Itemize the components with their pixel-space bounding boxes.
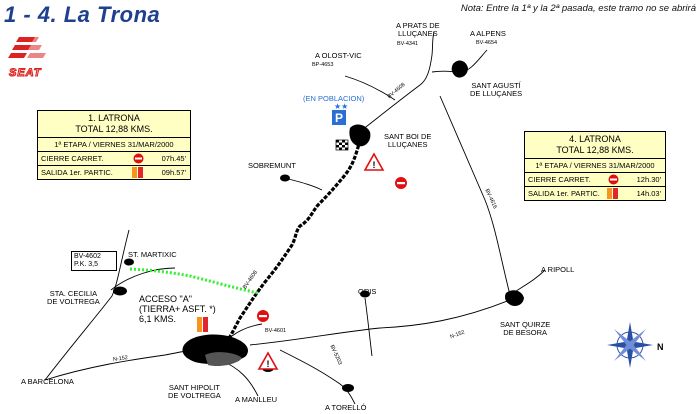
- svg-text:!: !: [267, 359, 270, 369]
- town-atorello: [342, 384, 354, 392]
- box4-header: 4. LATRONA TOTAL 12,88 KMS.: [525, 132, 665, 159]
- svg-text:P: P: [335, 111, 343, 125]
- start-flag-icon: [126, 167, 150, 178]
- road-oris: [364, 297, 373, 357]
- road-manlleu: [219, 359, 259, 397]
- label-sant-hipolit: SANT HIPOLIT DE VOLTREGA: [168, 383, 221, 400]
- box4-road-closure: CIERRE CARRET. 12h.30': [525, 173, 665, 187]
- road-label-bp4653: BP-4653: [312, 62, 334, 68]
- road-n152-west: [44, 349, 201, 381]
- label-en-poblacion: (EN POBLACION): [303, 94, 365, 103]
- compass-north-label: N: [657, 342, 664, 352]
- label-a-torello: A TORELLÓ: [325, 403, 367, 412]
- box1-first-start: SALIDA 1er. PARTIC. 09h.57': [41, 167, 186, 178]
- road-bv4616: [439, 95, 511, 296]
- road-label-bv4601: BV-4601: [265, 328, 287, 334]
- access-route: [129, 267, 259, 295]
- stage-info-box-1: 1. LATRONA TOTAL 12,88 KMS. 1ª ETAPA / V…: [37, 110, 191, 180]
- road-sobremunt: [284, 177, 323, 191]
- svg-text:SEAT: SEAT: [9, 67, 42, 79]
- road-n152-east: [249, 299, 511, 346]
- road-label-bv4341: BV-4341: [397, 41, 419, 47]
- seat-logo: SEAT: [2, 32, 62, 82]
- town-st-martixic: [124, 258, 134, 266]
- no-entry-icon-2: [257, 310, 269, 322]
- start-flag-icon: [197, 317, 208, 332]
- road-bp4653: [344, 75, 396, 101]
- town-oris: [360, 290, 370, 298]
- label-a-alpens: A ALPENS: [470, 29, 506, 38]
- svg-text:★★: ★★: [334, 102, 348, 111]
- label-sobremunt: SOBREMUNT: [248, 161, 296, 170]
- label-sant-quirze: SANT QUIRZE DE BESORA: [500, 320, 551, 337]
- label-a-olost: A OLOST-VIC: [315, 51, 362, 60]
- label-sant-boi: SANT BOI DE LLUÇANES: [384, 132, 432, 149]
- warning-triangle-icon: !: [363, 152, 385, 171]
- parking-icon: P ★★: [332, 102, 348, 125]
- closure-note: Nota: Entre la 1ª y la 2ª pasada, este t…: [460, 3, 696, 14]
- stage-route: [223, 139, 362, 346]
- road-reference-box: BV-4602 P.K. 3,5: [71, 251, 117, 271]
- town-sant-quirze: [505, 290, 524, 306]
- label-st-martixic: ST. MARTIXIC: [128, 250, 177, 259]
- warning-triangle-icon-2: !: [257, 351, 279, 370]
- compass-rose-icon: [607, 322, 653, 368]
- label-a-ripoll: A RIPOLL: [541, 265, 575, 274]
- no-entry-icon: [601, 174, 625, 185]
- label-sta-cecilia: STA. CECILIA DE VOLTREGA: [47, 289, 100, 306]
- no-entry-icon: [126, 153, 150, 164]
- label-a-manlleu: A MANLLEU: [235, 395, 278, 404]
- checkered-flag-icon: [335, 139, 349, 151]
- box1-stage: 1ª ETAPA / VIERNES 31/MAR/2000: [38, 138, 190, 152]
- road-west: [44, 229, 130, 381]
- label-oris: ORIS: [358, 287, 377, 296]
- svg-text:!: !: [373, 160, 376, 170]
- road-bv4601: [231, 323, 263, 337]
- town-sta-cecilia: [113, 286, 127, 296]
- label-acceso: ACCESO "A" (TIERRA+ ASFT. *) 6,1 KMS.: [139, 294, 216, 324]
- stage-info-box-4: 4. LATRONA TOTAL 12,88 KMS. 1ª ETAPA / V…: [524, 131, 666, 201]
- road-bv4341: [361, 31, 435, 131]
- no-entry-icon: [395, 177, 407, 189]
- label-sant-agusti: SANT AGUSTÍ DE LLUÇANES: [470, 81, 523, 98]
- town-sobremunt: [280, 174, 290, 182]
- box1-header: 1. LATRONA TOTAL 12,88 KMS.: [38, 111, 190, 138]
- box4-stage: 1ª ETAPA / VIERNES 31/MAR/2000: [525, 159, 665, 173]
- road-label-bv4654: BV-4654: [476, 40, 498, 46]
- label-a-prats: A PRATS DE LLUÇANES: [396, 21, 440, 38]
- road-bv5203: [279, 349, 356, 405]
- town-sant-agusti: [451, 60, 468, 78]
- road-martixic: [110, 267, 176, 291]
- town-sant-boi: [349, 124, 371, 147]
- box4-first-start: SALIDA 1er. PARTIC. 14h.03': [528, 188, 661, 199]
- label-a-barcelona: A BARCELONA: [21, 377, 74, 386]
- box1-road-closure: CIERRE CARRET. 07h.45': [38, 152, 190, 166]
- start-flag-icon: [601, 188, 625, 199]
- page-title: 1 - 4. La Trona: [4, 2, 161, 27]
